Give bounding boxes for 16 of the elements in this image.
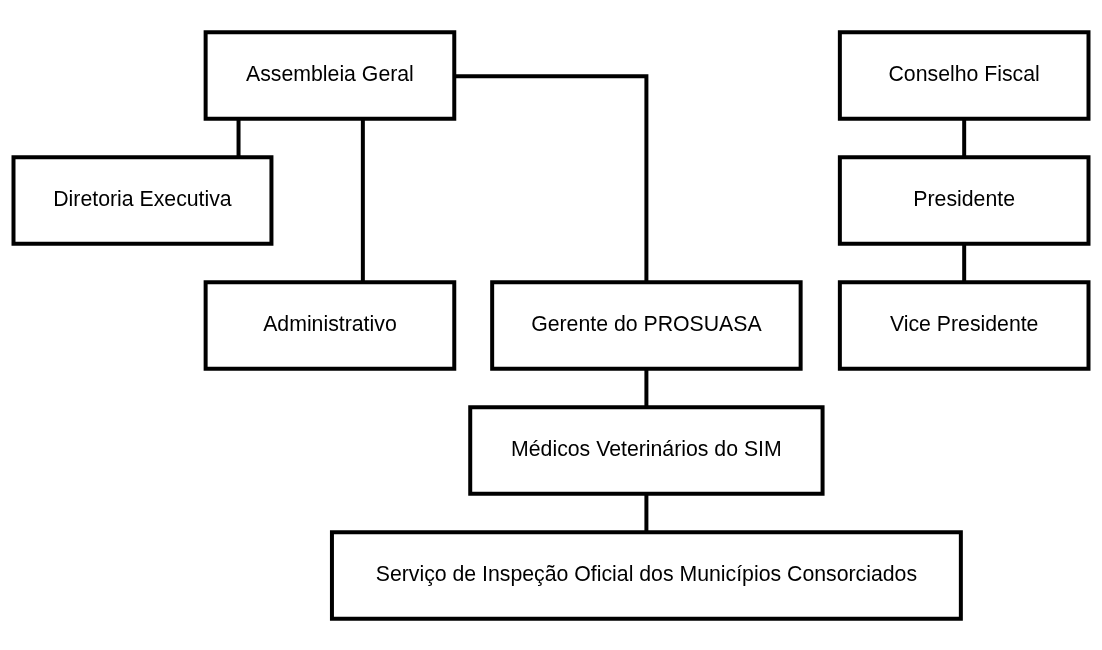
node-box: Presidente — [837, 154, 1091, 246]
node-box: Serviço de Inspeção Oficial dos Municípios Consorciados — [329, 529, 963, 621]
node-box: Diretoria Executiva — [11, 154, 274, 246]
node-box: Gerente do PROSUASA — [490, 279, 803, 371]
connector — [644, 493, 649, 532]
connector — [962, 243, 967, 282]
connector — [360, 118, 365, 282]
node-box: Administrativo — [203, 279, 457, 371]
node-box: Assembleia Geral — [203, 29, 457, 121]
connector — [962, 118, 967, 157]
node-box: Médicos Veterinários do SIM — [468, 404, 825, 496]
node-box: Conselho Fiscal — [837, 29, 1091, 121]
connector — [454, 73, 649, 282]
node-box: Vice Presidente — [837, 279, 1091, 371]
connector — [236, 118, 241, 157]
connector — [644, 368, 649, 407]
